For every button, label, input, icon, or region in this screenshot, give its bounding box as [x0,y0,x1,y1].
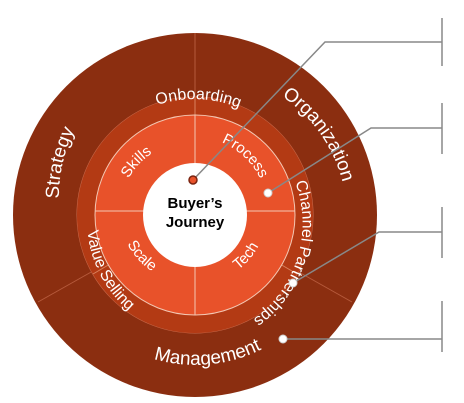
leader-line-process [267,127,442,194]
pointer-dot-channel [288,278,298,288]
center-hub [143,163,247,267]
center-title-line2: Journey [166,214,225,231]
middle-ring-divider [92,263,111,275]
pointer-dot-management [278,334,288,344]
pointer-dot-process [263,188,273,198]
outer-ring-divider [37,270,94,303]
leader-line-channel [292,231,442,284]
center-title-line1: Buyer’s [167,195,222,212]
outer-ring-divider [296,270,353,303]
middle-ring-divider [279,263,298,275]
leader-line-center [192,41,442,181]
pointer-dot-center [188,175,198,185]
